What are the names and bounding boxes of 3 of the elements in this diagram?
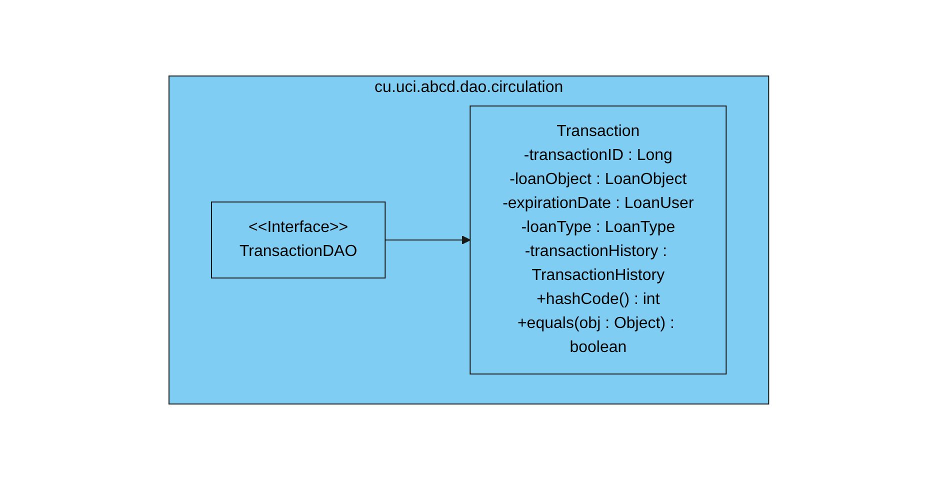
- arrow: [384, 236, 471, 244]
- node-box: Transaction -transactionID : Long -loanObject : LoanObject -expirationDate : LoanUser -loanType : LoanType -transactionHistory : TransactionHistory +hashCode() : int +equals(obj : Object) : boolean: [470, 106, 727, 374]
- node-box: <<Interface>> TransactionDAO: [211, 202, 386, 278]
